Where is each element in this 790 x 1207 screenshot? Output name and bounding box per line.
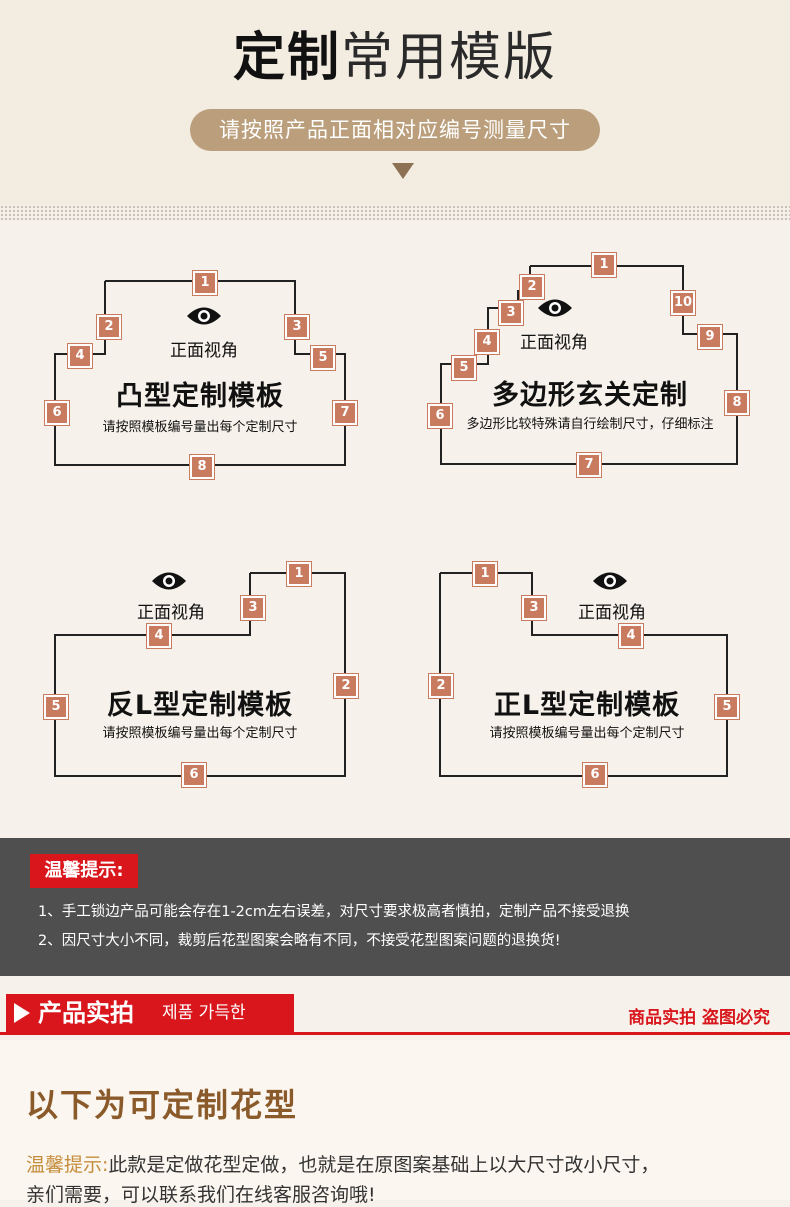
templates-area: 正面视角 凸型定制模板 请按照模板编号量出每个定制尺寸 正面视角 多边形玄关定制…: [0, 221, 790, 838]
template-note: 请按照模板编号量出每个定制尺寸: [489, 726, 685, 741]
measure-badge: 3: [522, 596, 546, 620]
template-note: 请按照模板编号量出每个定制尺寸: [102, 726, 298, 741]
normal-l-outline: [439, 572, 728, 777]
bottom-tip: 温馨提示:此款是定做花型定做，也就是在原图案基础上以大尺寸改小尺寸，: [26, 1150, 659, 1177]
measure-badge: 7: [333, 401, 357, 425]
measure-badge: 3: [285, 315, 309, 339]
measure-badge: 5: [452, 356, 476, 380]
template-name: 反L型定制模板: [106, 690, 294, 721]
measure-badge: 1: [287, 562, 311, 586]
eye-icon: [538, 299, 572, 317]
notice-title: 温馨提示:: [30, 854, 138, 888]
view-label: 正面视角: [578, 603, 646, 623]
template-note: 请按照模板编号量出每个定制尺寸: [102, 420, 298, 435]
play-triangle-icon: [14, 1003, 30, 1023]
template-name: 多边形玄关定制: [492, 380, 688, 411]
measure-badge: 2: [334, 674, 358, 698]
measure-badge: 4: [619, 624, 643, 648]
section-band-right-text: 商品实拍 盗图必究: [628, 1008, 770, 1028]
measure-badge: 6: [182, 763, 206, 787]
measure-badge: 8: [725, 391, 749, 415]
measure-badge: 9: [698, 325, 722, 349]
measure-badge: 5: [44, 695, 68, 719]
measure-badge: 10: [671, 291, 695, 315]
view-label: 正面视角: [170, 341, 238, 361]
measure-badge: 6: [45, 401, 69, 425]
page-title: 定制常用模版: [0, 28, 790, 88]
view-label: 正面视角: [520, 333, 588, 353]
measure-badge: 5: [715, 695, 739, 719]
page-title-rest: 常用模版: [341, 28, 558, 88]
reverse-l-outline: [54, 572, 346, 777]
measure-badge: 6: [428, 404, 452, 428]
subtitle-pill: 请按照产品正面相对应编号测量尺寸: [190, 109, 600, 151]
measure-badge: 3: [499, 301, 523, 325]
view-label: 正面视角: [137, 603, 205, 623]
down-arrow-icon: [392, 163, 414, 179]
template-name: 正L型定制模板: [493, 690, 681, 721]
measure-badge: 1: [473, 562, 497, 586]
measure-badge: 4: [147, 624, 171, 648]
section-band-tab: [6, 994, 294, 1032]
eye-icon: [152, 572, 186, 590]
notice-line: 1、手工锁边产品可能会存在1-2cm左右误差，对尺寸要求极高者慎拍，定制产品不接…: [38, 904, 630, 920]
measure-badge: 5: [311, 346, 335, 370]
tip-label: 温馨提示:: [26, 1154, 109, 1176]
tip-text: 此款是定做花型定做，也就是在原图案基础上以大尺寸改小尺寸，: [108, 1154, 660, 1176]
measure-badge: 4: [68, 344, 92, 368]
section-band-label: 产品实拍: [38, 999, 134, 1027]
measure-badge: 3: [241, 596, 265, 620]
dotted-divider: [0, 205, 790, 221]
measure-badge: 2: [97, 315, 121, 339]
template-name: 凸型定制模板: [116, 381, 284, 412]
measure-badge: 7: [577, 453, 601, 477]
template-note: 多边形比较特殊请自行绘制尺寸，仔细标注: [466, 417, 714, 432]
measure-badge: 4: [475, 330, 499, 354]
eye-icon: [187, 307, 221, 325]
section-band-line: [0, 1032, 790, 1035]
measure-badge: 2: [429, 674, 453, 698]
measure-badge: 1: [592, 253, 616, 277]
measure-badge: 8: [190, 455, 214, 479]
page-title-bold: 定制: [232, 28, 341, 88]
measure-badge: 6: [583, 763, 607, 787]
polygon-outline: [440, 265, 738, 465]
measure-badge: 2: [520, 275, 544, 299]
measure-badge: 1: [193, 271, 217, 295]
bottom-tip-2: 亲们需要，可以联系我们在线客服咨询哦!: [26, 1184, 376, 1206]
bottom-section: [0, 1040, 790, 1200]
section-band-korean: 제품 가득한: [162, 1003, 246, 1023]
notice-line: 2、因尺寸大小不同，裁剪后花型图案会略有不同，不接受花型图案问题的退换货!: [38, 933, 561, 949]
eye-icon: [593, 572, 627, 590]
bottom-title: 以下为可定制花型: [26, 1086, 299, 1124]
